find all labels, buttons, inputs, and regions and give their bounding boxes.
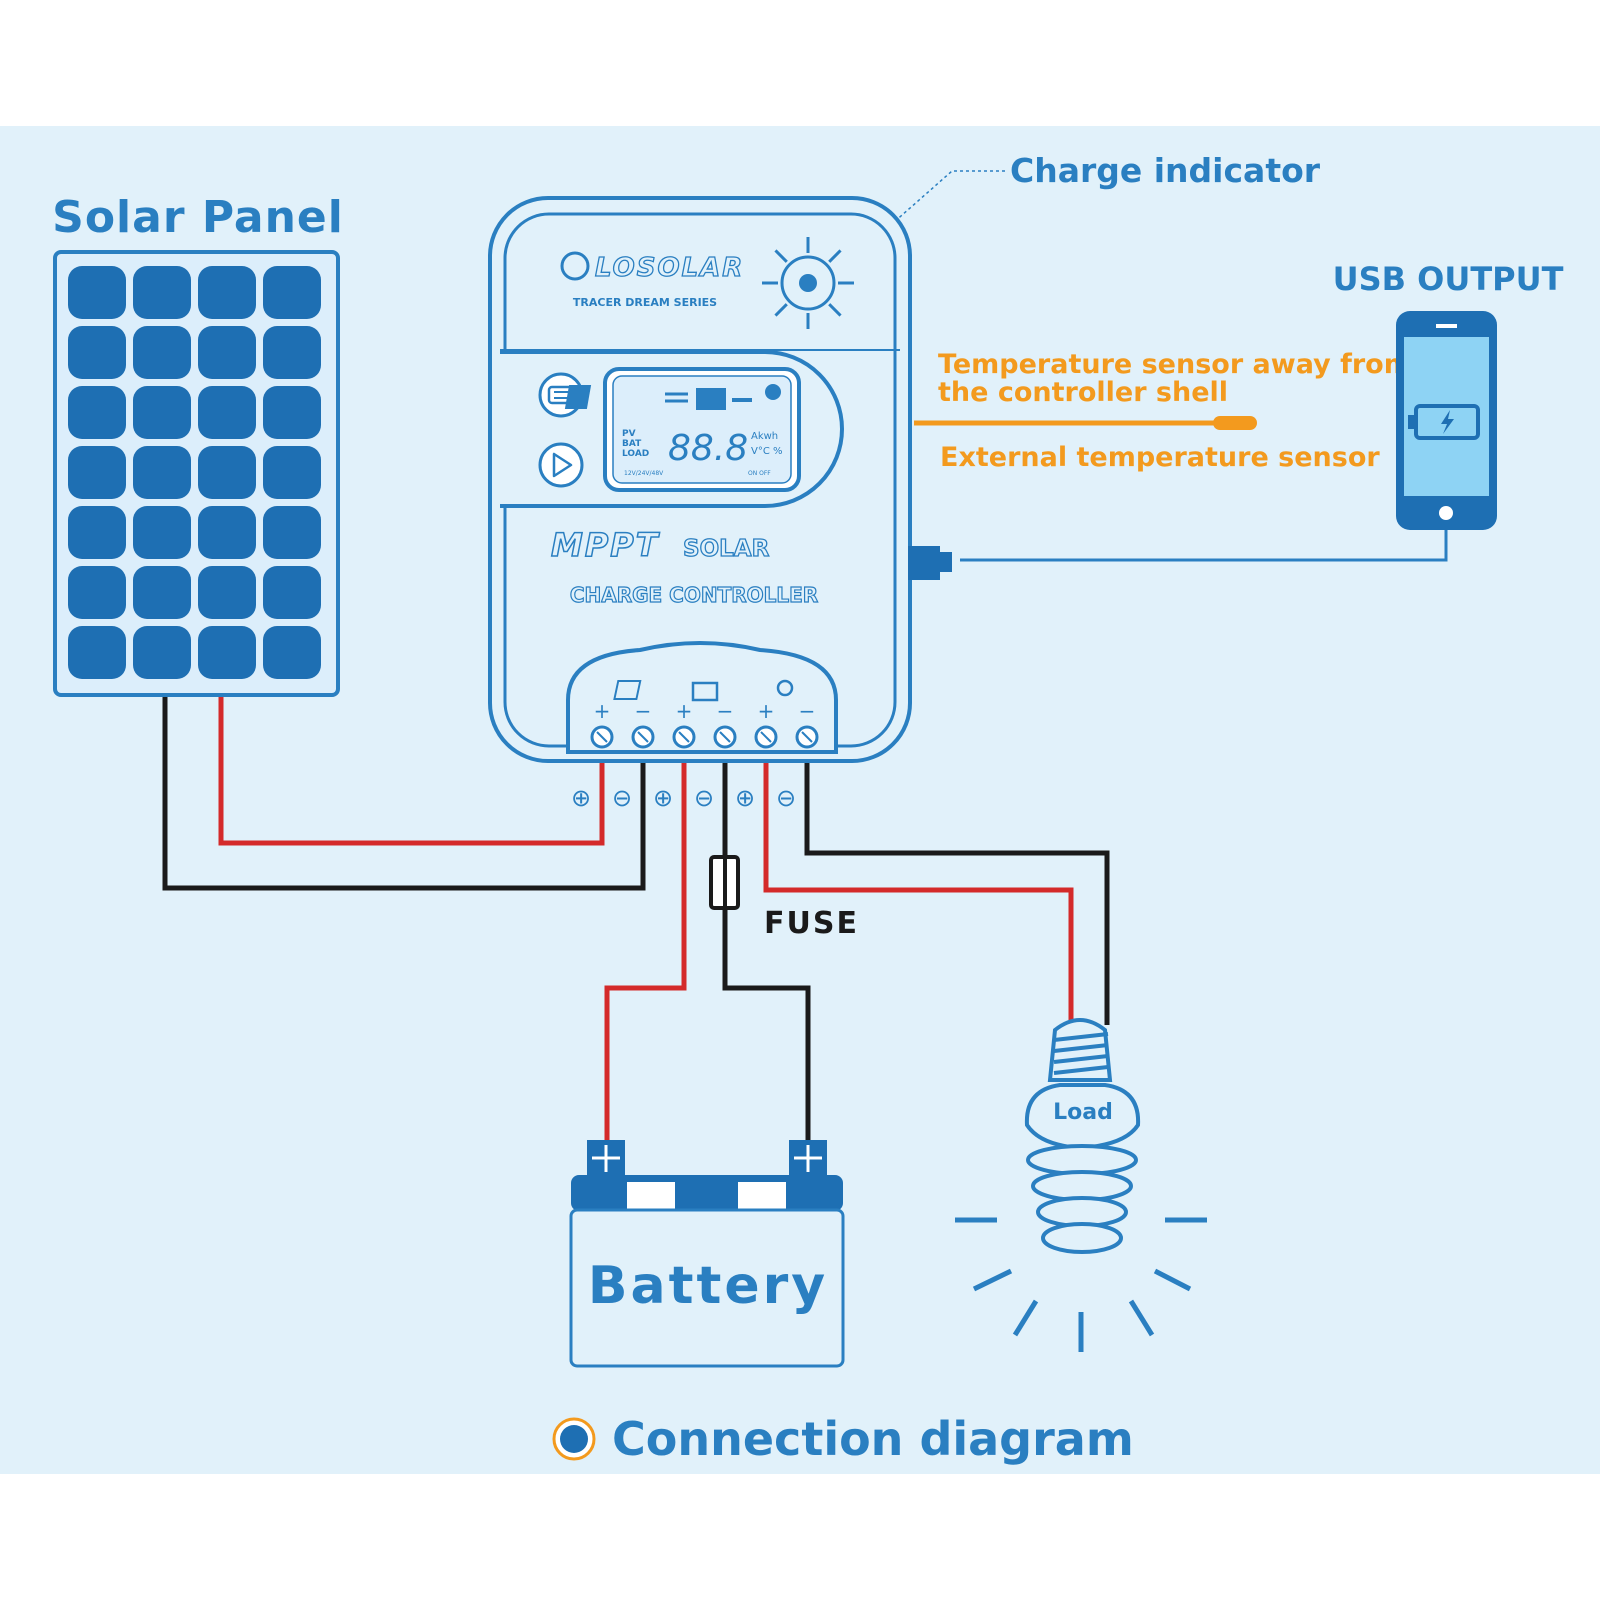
solar-cell	[133, 326, 191, 379]
solar-cell	[68, 446, 126, 499]
solar-cell	[198, 626, 256, 679]
terminal-sign: +	[594, 699, 611, 723]
charging-bolt-icon	[1441, 410, 1454, 434]
terminal-sign: +	[758, 699, 775, 723]
lcd-screen: PV BAT LOAD 88.8 Akwh V°C % 12V/24V/48V …	[564, 367, 801, 492]
charge-indicator-label: Charge indicator	[1010, 151, 1321, 190]
temp-sensor-label-line1: Temperature sensor away from	[938, 349, 1412, 380]
series-name: TRACER DREAM SERIES	[573, 296, 717, 309]
battery: Battery	[569, 1140, 845, 1368]
battery-label: Battery	[588, 1256, 828, 1316]
solar-cell	[263, 626, 321, 679]
battery-positive-wire	[604, 760, 687, 1145]
load-label: Load	[1053, 1100, 1113, 1125]
polarity-sign: ⊖	[694, 784, 714, 812]
solar-cell	[198, 266, 256, 319]
solar-cell	[198, 506, 256, 559]
product-name-solar: SOLAR	[683, 536, 770, 562]
solar-cell	[133, 266, 191, 319]
solar-panel	[53, 250, 340, 697]
temperature-sensor-probe	[1213, 416, 1257, 430]
lcd-panel-icon	[564, 385, 592, 409]
svg-text:BAT: BAT	[622, 439, 642, 449]
solar-cell	[68, 386, 126, 439]
product-name-mppt: MPPT	[551, 526, 660, 564]
solar-cell	[68, 506, 126, 559]
polarity-sign: ⊕	[735, 784, 755, 812]
svg-text:Akwh: Akwh	[751, 431, 778, 442]
solar-cell	[263, 506, 321, 559]
polarity-sign: ⊖	[776, 784, 796, 812]
charge-controller: LOSOLAR TRACER DREAM SERIES	[488, 196, 912, 763]
play-icon	[552, 452, 573, 478]
terminal-block	[566, 641, 838, 754]
brand-logo-icon	[560, 251, 590, 281]
light-rays	[955, 1217, 1207, 1352]
solar-cell	[198, 446, 256, 499]
terminal-sign: −	[635, 699, 652, 723]
lcd-bulb-icon	[765, 384, 781, 400]
svg-text:PV: PV	[622, 429, 636, 439]
svg-text:ON OFF: ON OFF	[748, 470, 771, 477]
terminal-battery-icon	[691, 681, 719, 702]
solar-positive-wire	[218, 695, 605, 846]
fuse-label: FUSE	[764, 906, 859, 941]
terminal-sign: −	[717, 699, 734, 723]
solar-cell	[68, 566, 126, 619]
diagram-caption: Connection diagram	[612, 1412, 1134, 1466]
usb-cable	[960, 525, 1448, 562]
polarity-sign: ⊕	[571, 784, 591, 812]
solar-cell	[198, 566, 256, 619]
product-name-controller: CHARGE CONTROLLER	[570, 583, 818, 607]
solar-cell	[68, 326, 126, 379]
lcd-digits: 88.8	[668, 428, 748, 469]
usb-port	[908, 546, 940, 580]
solar-panel-title: Solar Panel	[52, 192, 344, 243]
solar-negative-wire	[162, 695, 646, 891]
solar-cell	[133, 506, 191, 559]
brand-name: LOSOLAR	[595, 253, 744, 283]
solar-cell	[68, 266, 126, 319]
terminal-sign: −	[799, 699, 816, 723]
solar-cell	[198, 326, 256, 379]
svg-text:12V/24V/48V: 12V/24V/48V	[624, 470, 664, 477]
solar-cell	[263, 386, 321, 439]
terminal-solar-icon	[613, 680, 642, 700]
solar-cell	[133, 386, 191, 439]
solar-cell	[263, 566, 321, 619]
load-negative-wire	[804, 760, 1110, 1025]
solar-cell	[263, 326, 321, 379]
usb-output-label: USB OUTPUT	[1333, 260, 1564, 298]
solar-cell	[68, 626, 126, 679]
svg-text:LOAD: LOAD	[622, 449, 649, 459]
solar-cell	[263, 446, 321, 499]
solar-cell	[198, 386, 256, 439]
solar-cell	[263, 266, 321, 319]
solar-cell	[133, 566, 191, 619]
polarity-sign: ⊖	[612, 784, 632, 812]
play-button[interactable]	[538, 442, 584, 488]
terminal-sign: +	[676, 699, 693, 723]
load-positive-wire	[763, 760, 1074, 1025]
external-sensor-label: External temperature sensor	[940, 442, 1380, 473]
lcd-battery-icon	[696, 388, 726, 410]
phone	[1396, 311, 1497, 530]
svg-text:V°C %: V°C %	[751, 446, 783, 457]
terminal-load-icon	[776, 679, 794, 697]
light-bulb: Load	[1024, 1018, 1141, 1254]
solar-cell	[133, 446, 191, 499]
polarity-sign: ⊕	[653, 784, 673, 812]
solar-cell	[133, 626, 191, 679]
temp-sensor-label-line2: the controller shell	[938, 377, 1228, 408]
charge-indicator-icon	[762, 237, 854, 329]
